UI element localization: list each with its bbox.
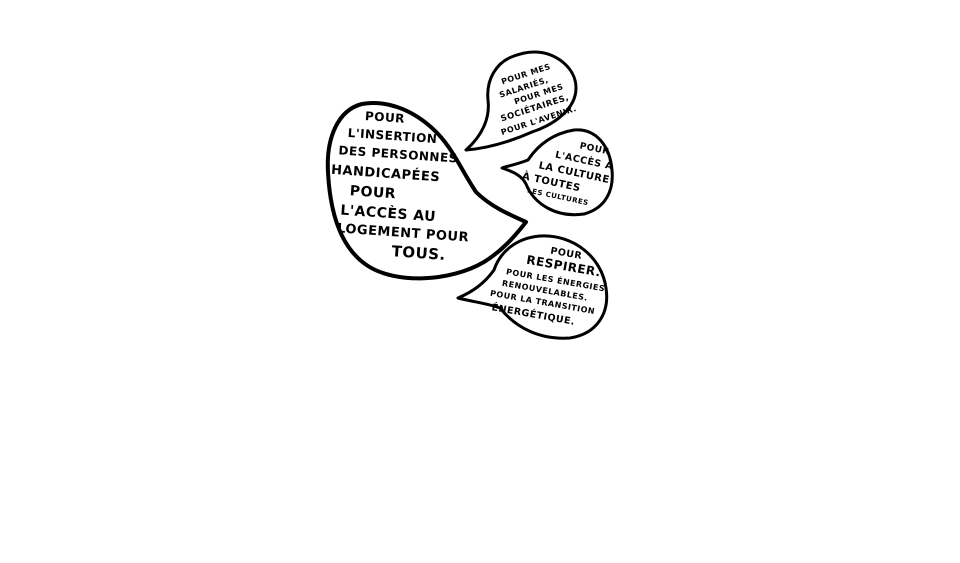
bubble-large-line-6: L'ACCÈS AU: [340, 202, 437, 226]
bubble-large: POUR L'INSERTION DES PERSONNES HANDICAPÉ…: [325, 101, 528, 281]
bubble-top: POUR MES SALARIÉS, POUR MES SOCIÉTAIRES,…: [464, 50, 578, 152]
bubble-bottom-outline: [456, 234, 609, 340]
bubble-top-outline: [464, 50, 578, 152]
bubble-large-line-2: L'INSERTION: [347, 126, 438, 146]
bubble-bottom: POUR RESPIRER. POUR LES ÉNERGIES RENOUVE…: [456, 234, 609, 340]
bubble-middle-outline: [500, 128, 614, 217]
bubble-large-line-5: POUR: [349, 183, 396, 202]
bubble-large-line-8: TOUS.: [391, 242, 446, 264]
bubble-middle: POUR L'ACCÈS À LA CULTURE À TOUTES LES C…: [500, 128, 614, 217]
bubble-large-outline: [325, 101, 528, 281]
bubble-large-line-1: POUR: [365, 109, 406, 126]
bubble-large-line-4: HANDICAPÉES: [331, 162, 441, 186]
